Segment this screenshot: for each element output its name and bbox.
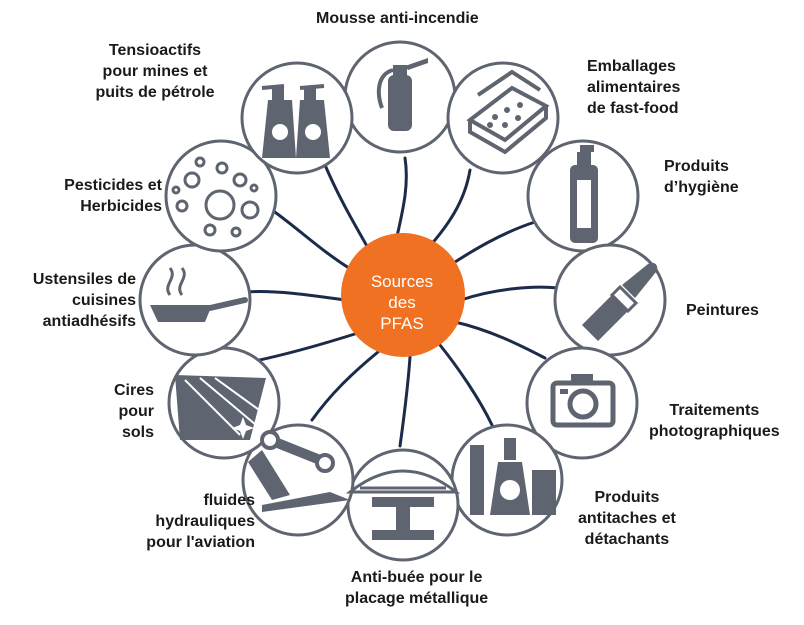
frying-pan-icon — [150, 267, 248, 322]
label-peintures: Peintures — [686, 302, 759, 319]
shampoo-bottle-icon — [570, 145, 598, 243]
connector-pesticides — [270, 208, 354, 272]
center-label: Sources des PFAS — [370, 272, 434, 333]
label-pesticides: Pesticides et Herbicides — [64, 177, 162, 215]
metal-plating-icon — [345, 469, 461, 540]
icons — [150, 58, 658, 540]
connector-antibuee — [398, 355, 412, 448]
label-cires: Cires pour sols — [113, 382, 154, 441]
paintbrush-icon — [582, 262, 658, 341]
label-tensioactifs: Tensioactifs pour mines et puits de pétr… — [95, 42, 215, 101]
hydraulic-aircraft-icon — [248, 430, 350, 512]
bubbles-icon — [171, 156, 260, 238]
pizza-box-icon — [466, 69, 550, 155]
connector-aviation — [310, 350, 380, 422]
node-photo — [525, 346, 639, 460]
connector-photo — [453, 320, 547, 360]
floor-wax-icon — [175, 375, 267, 440]
label-antitaches: Produits antitaches et détachants — [578, 489, 676, 548]
label-mousse: Mousse anti-incendie — [316, 10, 479, 27]
stain-remover-icon — [470, 438, 556, 515]
fire-extinguisher-icon — [376, 58, 428, 131]
connector-hygiene — [444, 220, 537, 270]
center-circle — [341, 233, 465, 357]
connector-ustensiles — [243, 290, 347, 302]
label-antibuee: Anti-buée pour le placage métallique — [345, 569, 489, 607]
connector-peintures — [459, 285, 560, 302]
label-ustensiles: Ustensiles de cuisines antiadhésifs — [32, 271, 136, 330]
label-aviation: fluides hydrauliques pour l'aviation — [146, 492, 255, 551]
connector-cires — [248, 331, 360, 364]
connector-tensioactifs — [323, 163, 374, 257]
spray-bottles-icon — [261, 84, 330, 158]
camera-icon — [550, 374, 616, 428]
node-emballages — [446, 61, 560, 175]
connector-antitaches — [438, 343, 494, 427]
label-emballages: Emballages alimentaires de fast-food — [587, 58, 681, 117]
label-photo: Traitements photographiques — [649, 402, 780, 440]
node-pesticides — [164, 139, 278, 253]
label-hygiene: Produits d’hygiène — [664, 158, 739, 196]
